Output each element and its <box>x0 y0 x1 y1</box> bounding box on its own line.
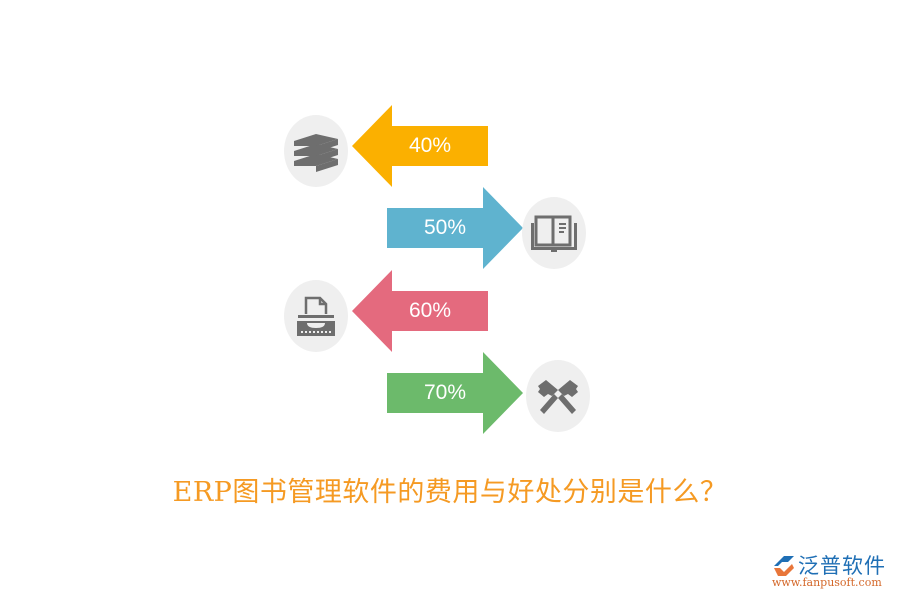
arrow-50: 50% <box>387 187 524 270</box>
arrow-50-label: 50% <box>423 216 467 239</box>
fanpu-logo: 泛普软件 www.fanpusoft.com <box>768 550 898 590</box>
open-book-icon-circle <box>522 197 586 269</box>
arrow-40: 40% <box>352 105 489 188</box>
arrow-40-label: 40% <box>408 134 452 157</box>
logo-url: www.fanpusoft.com <box>772 576 882 589</box>
page-title: ERP图书管理软件的费用与好处分别是什么？ <box>172 477 728 508</box>
typewriter-icon-circle <box>284 280 348 352</box>
books-icon-circle <box>284 115 348 187</box>
arrow-60-label: 60% <box>408 299 452 322</box>
open-book-icon <box>531 215 577 252</box>
logo-mark-icon <box>774 556 794 576</box>
arrow-70-label: 70% <box>423 381 467 404</box>
arrow-70: 70% <box>387 352 524 435</box>
typewriter-icon <box>297 296 335 336</box>
hammers-icon-circle <box>526 360 590 432</box>
logo-brand: 泛普软件 <box>798 554 886 578</box>
hammers-icon <box>538 380 578 414</box>
arrow-60: 60% <box>352 270 489 353</box>
books-icon <box>294 134 338 172</box>
